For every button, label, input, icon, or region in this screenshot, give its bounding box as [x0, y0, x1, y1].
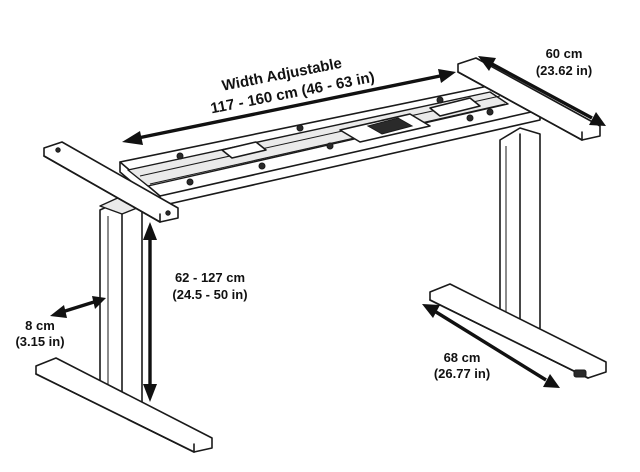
- foot-in: (26.77 in): [434, 366, 490, 381]
- depth-in: (23.62 in): [536, 63, 592, 78]
- foot-length-label: 68 cm (26.77 in): [434, 350, 490, 381]
- frame-bolts: [176, 96, 494, 186]
- leg-width-label: 8 cm (3.15 in): [15, 318, 64, 349]
- width-dimension-arrow: [122, 69, 456, 145]
- depth-cm: 60 cm: [546, 46, 583, 61]
- left-foot: [35, 357, 213, 453]
- leg-cm: 8 cm: [25, 318, 55, 333]
- height-dimension-arrow: [143, 222, 157, 402]
- foot-cm: 68 cm: [444, 350, 481, 365]
- top-frame: [119, 83, 541, 207]
- right-leg-column: [499, 127, 541, 339]
- foot-length-dimension-arrow: [422, 304, 560, 388]
- left-leg-column: [99, 195, 143, 417]
- right-top-arm: [457, 57, 601, 141]
- height-label: 62 - 127 cm (24.5 - 50 in): [172, 270, 247, 302]
- height-in: (24.5 - 50 in): [172, 287, 247, 302]
- motor-bracket: [221, 97, 481, 159]
- height-cm: 62 - 127 cm: [175, 270, 245, 285]
- left-top-arm: [43, 141, 179, 223]
- depth-label: 60 cm (23.62 in): [536, 46, 592, 78]
- depth-dimension-arrow: [478, 56, 606, 126]
- leg-in: (3.15 in): [15, 334, 64, 349]
- right-foot: [429, 283, 607, 379]
- leg-width-dimension-arrow: [50, 296, 106, 318]
